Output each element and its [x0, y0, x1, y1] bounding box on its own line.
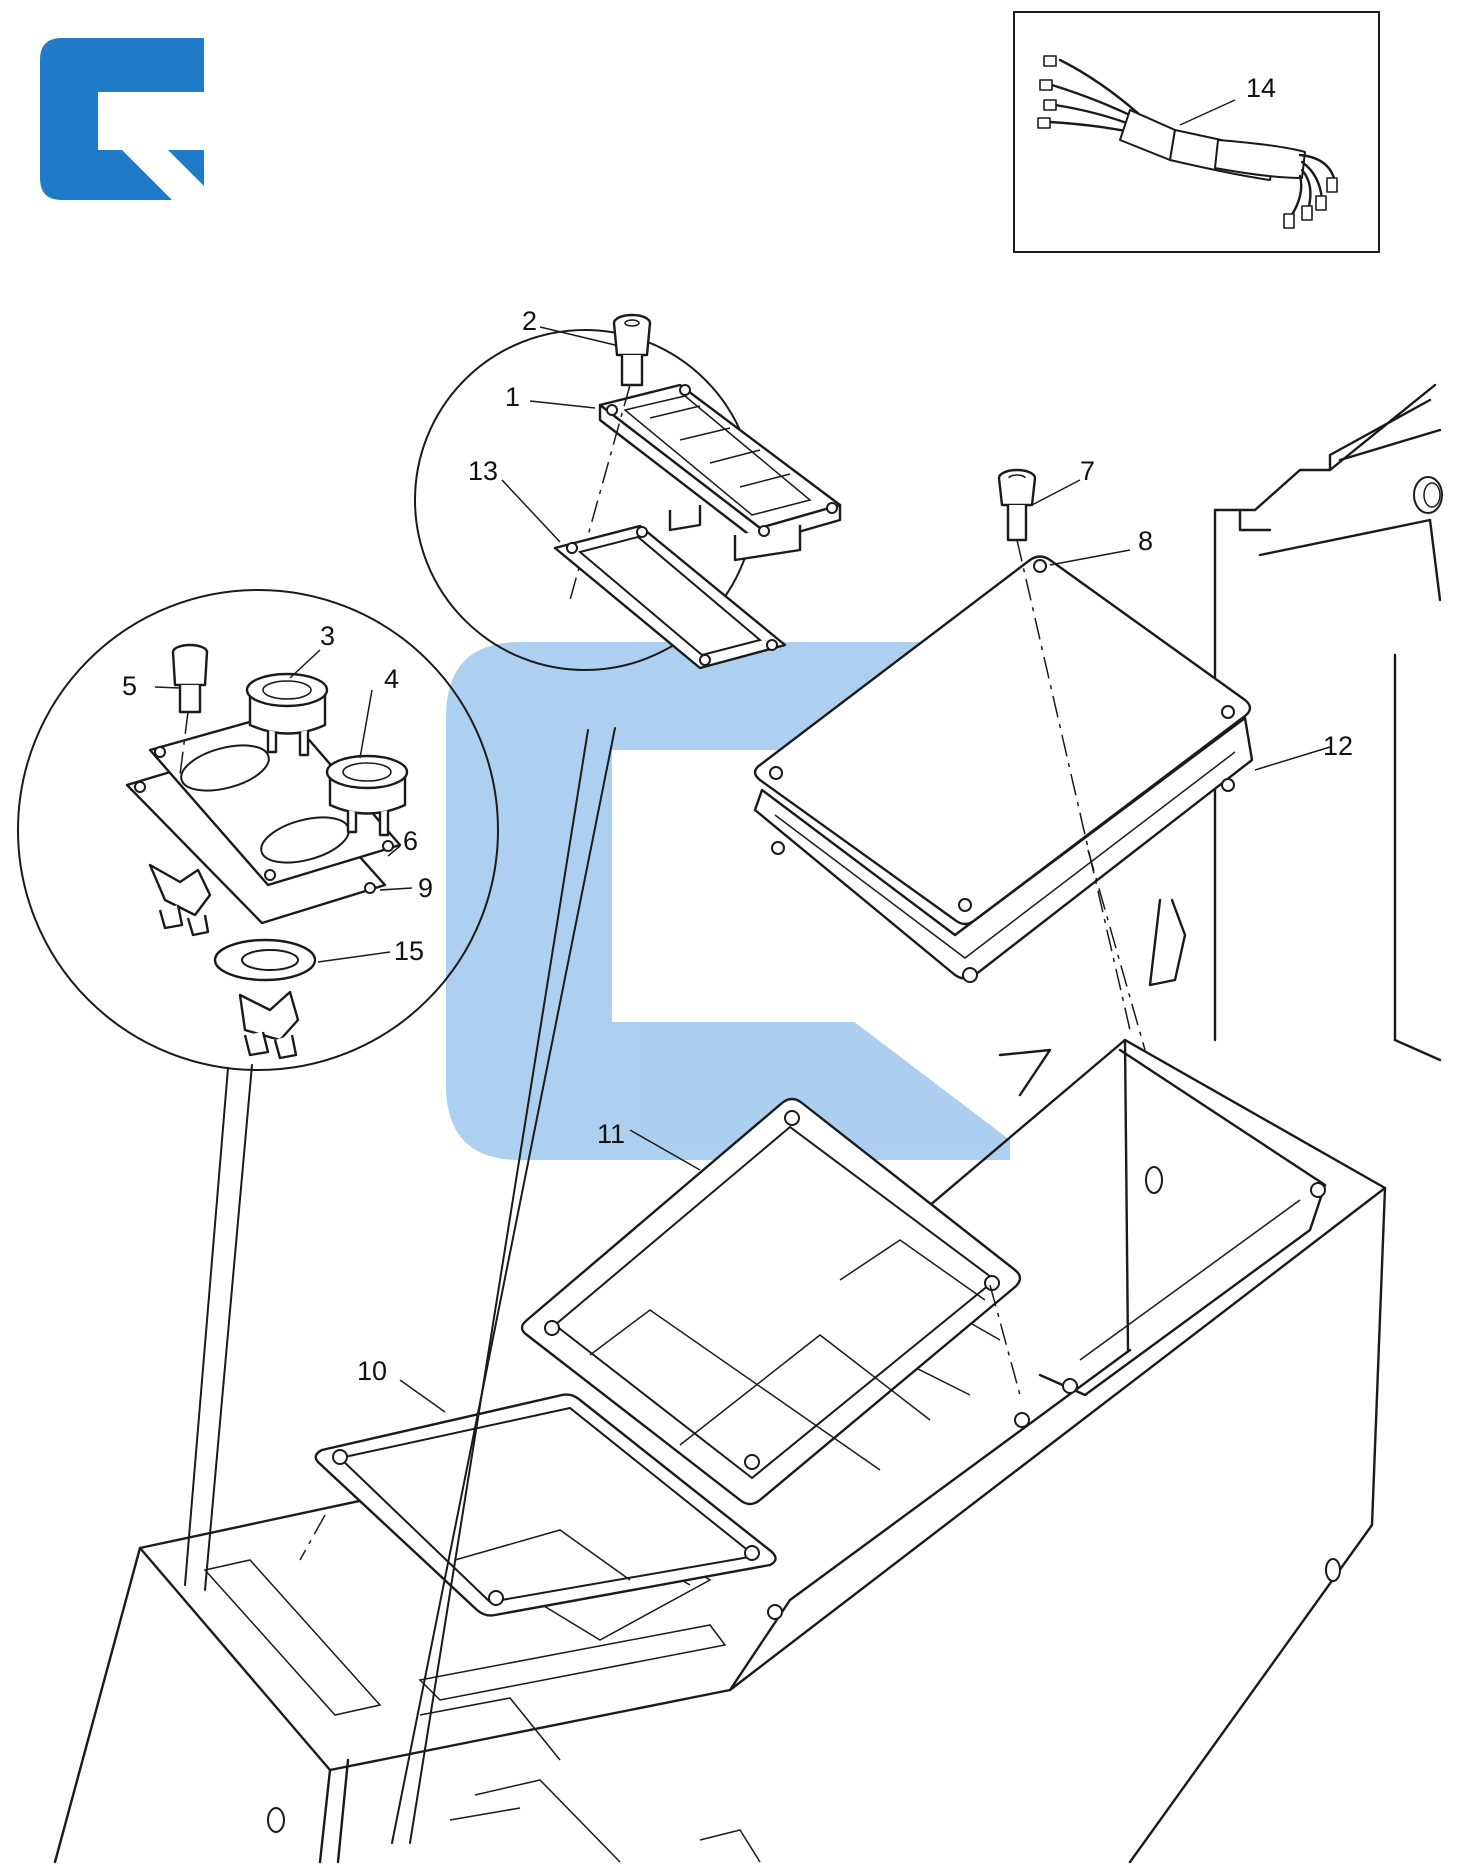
spring-clip-upper [148, 863, 212, 937]
part-3-knob [245, 672, 329, 757]
callout-14: 14 [1246, 73, 1276, 103]
part-2-bolt [569, 313, 652, 601]
leader-7 [1031, 479, 1081, 506]
part-7-bolt [997, 468, 1131, 1031]
leader-9 [379, 887, 413, 891]
part-8-cover-plate [753, 555, 1252, 926]
detail-circle-upper [391, 313, 842, 1844]
g-logo-icon [40, 38, 204, 200]
callout-8: 8 [1138, 526, 1153, 556]
detail-circle-left [17, 589, 499, 1591]
part-10-base-gasket [314, 1393, 777, 1617]
leader-11 [629, 1129, 701, 1171]
callout-5: 5 [122, 671, 137, 701]
part-1-connector [598, 383, 842, 562]
part-11-frame-gasket [520, 1097, 1022, 1506]
leader-6 [387, 845, 401, 857]
part-14-inset [1013, 11, 1380, 253]
leader-8 [1049, 549, 1131, 566]
spring-clip-lower [238, 990, 300, 1060]
callout-7: 7 [1080, 456, 1095, 486]
callout-labels: 2 1 13 3 4 5 6 9 15 7 8 12 11 10 14 [122, 73, 1353, 1386]
leader-13 [501, 479, 561, 543]
leader-1 [529, 400, 596, 409]
callout-15: 15 [394, 936, 424, 966]
part-13-gasket [553, 524, 787, 670]
callout-11: 11 [597, 1119, 625, 1149]
callout-10: 10 [357, 1356, 387, 1386]
callout-3: 3 [320, 621, 335, 651]
callout-leaders [154, 99, 1331, 1413]
part-6-plate [148, 710, 402, 887]
callout-12: 12 [1323, 731, 1353, 761]
leader-12 [1254, 746, 1331, 771]
callout-1: 1 [505, 382, 520, 412]
leader-5 [154, 686, 181, 689]
leader-10 [399, 1379, 446, 1413]
callout-2: 2 [522, 306, 537, 336]
callout-9: 9 [418, 873, 433, 903]
part-14-wire-harness [1037, 55, 1338, 229]
part-15-washer [213, 938, 317, 982]
g-watermark-icon [446, 642, 1010, 1160]
callout-13: 13 [468, 456, 498, 486]
leader-4 [359, 689, 373, 759]
part-12-cover-gasket [753, 716, 1254, 983]
callout-4: 4 [384, 664, 399, 694]
leader-14 [1179, 99, 1236, 126]
part-5-bolt [171, 643, 209, 776]
leader-3 [289, 649, 321, 679]
leader-2 [539, 326, 616, 346]
leader-15 [317, 951, 391, 963]
callout-6: 6 [403, 826, 418, 856]
part-4-knob [325, 754, 409, 837]
